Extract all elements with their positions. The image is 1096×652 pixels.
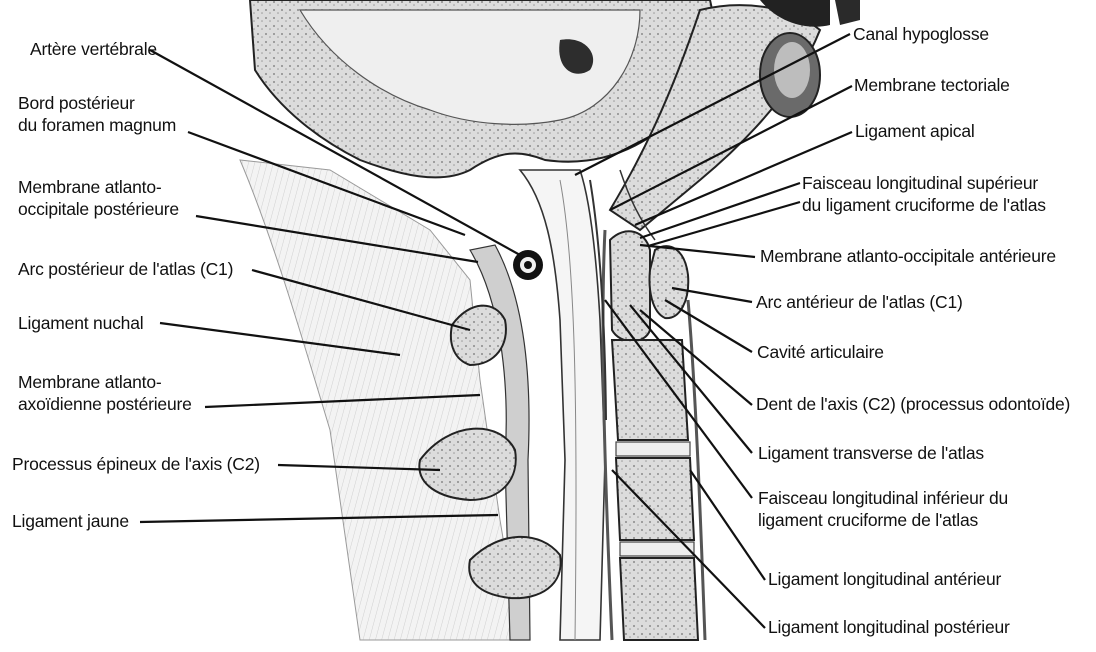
intervertebral-disc-1 bbox=[616, 442, 690, 456]
dens-axis bbox=[610, 231, 650, 341]
label-processus-epineux-axis: Processus épineux de l'axis (C2) bbox=[12, 453, 260, 475]
label-ligament-jaune: Ligament jaune bbox=[12, 510, 129, 532]
label-ligament-nuchal: Ligament nuchal bbox=[18, 312, 143, 334]
label-faisceau-longitudinal-inferieur: Faisceau longitudinal inférieur du ligam… bbox=[758, 487, 1008, 531]
label-faisceau-longitudinal-superieur: Faisceau longitudinal supérieur du ligam… bbox=[802, 172, 1046, 216]
body-axis bbox=[612, 340, 688, 440]
label-membrane-atlanto-occipitale-posterieure: Membrane atlanto- occipitale postérieure bbox=[18, 176, 179, 220]
body-c3 bbox=[616, 458, 694, 540]
anterior-arch-atlas bbox=[650, 246, 689, 318]
label-ligament-longitudinal-posterieur: Ligament longitudinal postérieur bbox=[768, 616, 1010, 638]
label-membrane-tectoriale: Membrane tectoriale bbox=[854, 74, 1010, 96]
label-arc-anterieur-atlas: Arc antérieur de l'atlas (C1) bbox=[756, 291, 963, 313]
label-arteria-vertebralis: Artère vertébrale bbox=[30, 38, 157, 60]
label-dent-axis: Dent de l'axis (C2) (processus odontoïde… bbox=[756, 393, 1070, 415]
label-membrane-atlanto-occipitale-anterieure: Membrane atlanto-occipitale antérieure bbox=[760, 245, 1056, 267]
label-cavite-articulaire: Cavité articulaire bbox=[757, 341, 884, 363]
label-ligament-transverse-atlas: Ligament transverse de l'atlas bbox=[758, 442, 984, 464]
body-c4 bbox=[620, 558, 698, 640]
label-bord-posterieur: Bord postérieur du foramen magnum bbox=[18, 92, 176, 136]
label-ligament-apical: Ligament apical bbox=[855, 120, 975, 142]
label-arc-posterieur-atlas: Arc postérieur de l'atlas (C1) bbox=[18, 258, 233, 280]
label-membrane-atlanto-axoidienne-posterieure: Membrane atlanto- axoïdienne postérieure bbox=[18, 371, 192, 415]
label-ligament-longitudinal-anterieur: Ligament longitudinal antérieur bbox=[768, 568, 1001, 590]
label-canal-hypoglosse: Canal hypoglosse bbox=[853, 23, 989, 45]
